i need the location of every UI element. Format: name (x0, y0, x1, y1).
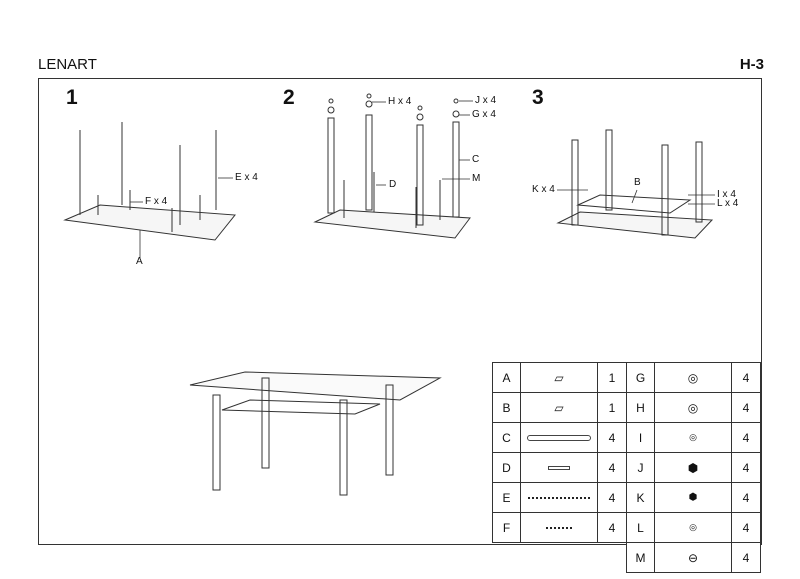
table-row: A▱1 (492, 362, 627, 393)
part-label: G x 4 (472, 109, 496, 120)
part-qty: 4 (731, 392, 761, 423)
part-leg-icon (520, 422, 598, 453)
table-row: M⊖4 (626, 542, 761, 573)
product-title: LENART (38, 56, 97, 73)
part-label: M (472, 173, 481, 184)
step-number: 3 (532, 86, 544, 109)
table-row: J⬢4 (626, 452, 761, 483)
part-qty: 4 (731, 512, 761, 543)
step3-drawing (556, 129, 714, 239)
part-letter: G (626, 362, 655, 393)
part-washer-icon: ◎ (654, 362, 732, 393)
part-letter: K (626, 482, 655, 513)
part-label: D (389, 179, 397, 190)
part-qty: 4 (597, 452, 627, 483)
part-qty: 4 (597, 422, 627, 453)
part-qty: 1 (597, 392, 627, 423)
part-qty: 4 (597, 512, 627, 543)
table-row: H◎4 (626, 392, 761, 423)
part-label: J x 4 (475, 95, 497, 106)
assembled-table-drawing (189, 371, 442, 496)
instructions-frame (38, 78, 762, 545)
part-letter: F (492, 512, 521, 543)
page-code: H-3 (739, 56, 764, 73)
part-glass-shelf-icon: ▱ (520, 392, 598, 423)
table-row: K⬢4 (626, 482, 761, 513)
part-qty: 4 (597, 482, 627, 513)
step-number: 1 (66, 86, 78, 109)
part-letter: D (492, 452, 521, 483)
part-letter: M (626, 542, 655, 573)
part-label: A (136, 256, 143, 267)
table-row: I◎4 (626, 422, 761, 453)
part-label: F x 4 (145, 196, 168, 207)
part-label: B (634, 177, 641, 188)
step2-drawing (313, 93, 471, 239)
table-row: G◎4 (626, 362, 761, 393)
table-row: L◎4 (626, 512, 761, 543)
table-row: B▱1 (492, 392, 627, 423)
part-cap-washer-icon: ⊖ (654, 542, 732, 573)
part-small-washer-icon: ◎ (654, 422, 732, 453)
part-letter: B (492, 392, 521, 423)
part-qty: 4 (731, 362, 761, 393)
part-connector-icon (520, 452, 598, 483)
part-label: L x 4 (717, 198, 739, 209)
part-label: K x 4 (532, 184, 555, 195)
part-glass-top-icon: ▱ (520, 362, 598, 393)
part-qty: 4 (731, 482, 761, 513)
part-letter: H (626, 392, 655, 423)
part-qty: 4 (731, 542, 761, 573)
part-letter: E (492, 482, 521, 513)
part-label: I x 4 (717, 189, 736, 200)
part-washer-icon: ◎ (654, 392, 732, 423)
part-label: E x 4 (235, 172, 258, 183)
part-small-washer-icon: ◎ (654, 512, 732, 543)
part-letter: J (626, 452, 655, 483)
part-qty: 1 (597, 362, 627, 393)
part-letter: C (492, 422, 521, 453)
part-label: C (472, 154, 480, 165)
step-number: 2 (283, 86, 295, 109)
parts-table-right: G◎4 H◎4 I◎4 J⬢4 K⬢4 L◎4 M⊖4 (626, 362, 761, 573)
part-short-bolt-icon (520, 512, 598, 543)
part-label: H x 4 (388, 96, 412, 107)
part-qty: 4 (731, 422, 761, 453)
part-long-bolt-icon (520, 482, 598, 513)
part-nut-icon: ⬢ (654, 482, 732, 513)
part-qty: 4 (731, 452, 761, 483)
step1-drawing (63, 122, 236, 241)
part-letter: L (626, 512, 655, 543)
part-letter: I (626, 422, 655, 453)
part-nut-icon: ⬢ (654, 452, 732, 483)
part-letter: A (492, 362, 521, 393)
